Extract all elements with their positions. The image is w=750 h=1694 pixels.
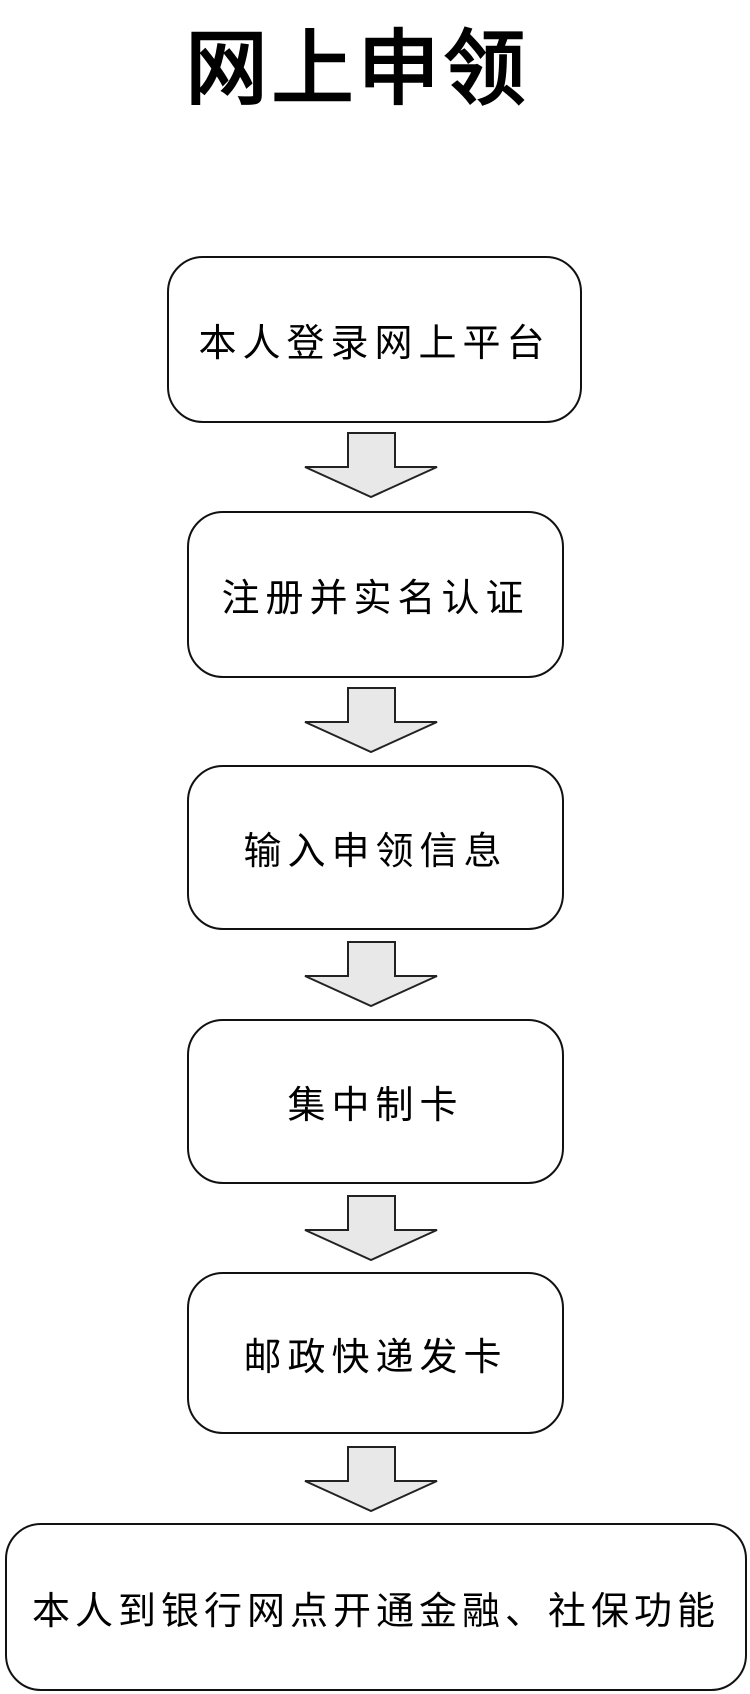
down-arrow-icon: [304, 687, 438, 753]
step-3-box: 输入申领信息: [187, 765, 564, 930]
down-arrow-icon: [304, 941, 438, 1007]
step-4-label: 集中制卡: [287, 1083, 464, 1127]
down-arrow-icon: [304, 1195, 438, 1261]
step-3-label: 输入申领信息: [243, 829, 508, 873]
down-arrow-icon: [304, 432, 438, 498]
step-2-label: 注册并实名认证: [221, 576, 530, 620]
step-6-box: 本人到银行网点开通金融、社保功能: [5, 1523, 747, 1691]
step-1-box: 本人登录网上平台: [167, 256, 582, 423]
step-2-box: 注册并实名认证: [187, 511, 564, 678]
step-1-label: 本人登录网上平台: [198, 321, 551, 365]
step-4-box: 集中制卡: [187, 1019, 564, 1184]
step-5-box: 邮政快递发卡: [187, 1272, 564, 1434]
step-6-label: 本人到银行网点开通金融、社保功能: [31, 1588, 720, 1633]
page-title: 网上申领: [185, 21, 530, 117]
down-arrow-icon: [304, 1446, 438, 1512]
step-5-label: 邮政快递发卡: [243, 1334, 508, 1379]
